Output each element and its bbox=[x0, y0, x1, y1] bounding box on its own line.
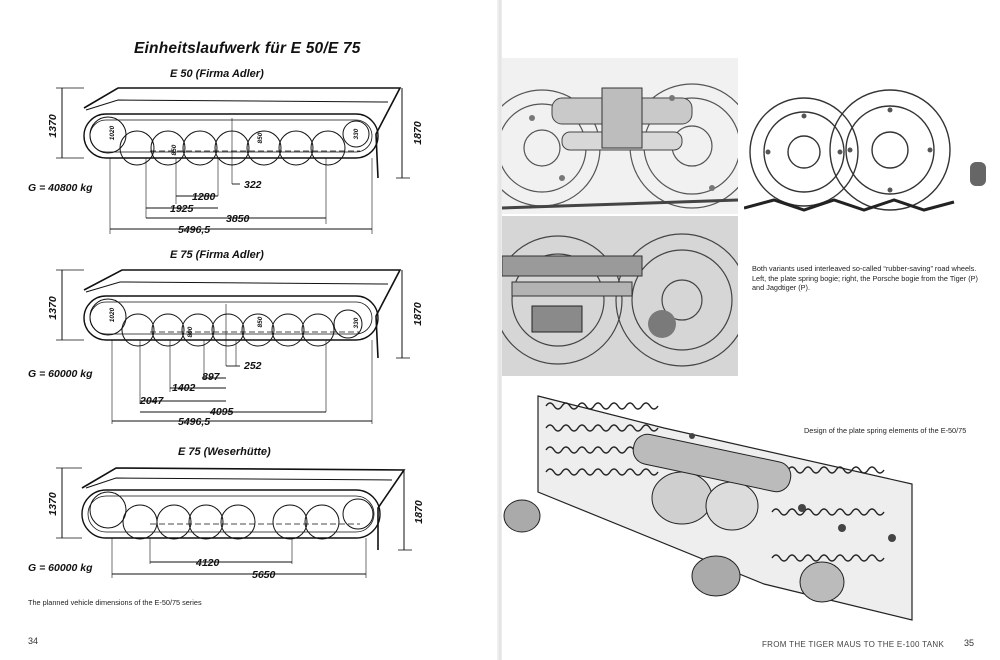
dim-5-e50: 5496,5 bbox=[178, 224, 210, 236]
height-right-e50: 1870 bbox=[412, 121, 424, 145]
plate-spring-cutaway-illustration bbox=[502, 388, 920, 624]
dim-1-e75-weserhuette: 4120 bbox=[195, 557, 220, 569]
height-right-e75-adler: 1870 bbox=[412, 302, 424, 326]
height-left-e75-adler: 1370 bbox=[47, 296, 59, 320]
figure-caption-bogies: Both variants used interleaved so-called… bbox=[752, 264, 978, 292]
dim-small-3-e75-adler: 850 bbox=[257, 316, 264, 327]
right-page: Both variants used interleaved so-called… bbox=[502, 0, 1000, 660]
dim-5-e75-adler: 4095 bbox=[209, 406, 234, 418]
running-gear-diagram-e50: 1370 1870 1020 850 850 330 322 1280 1925… bbox=[47, 87, 424, 236]
left-page: Einheitslaufwerk für E 50/E 75 E 50 (Fir… bbox=[0, 0, 498, 660]
dim-2-e50: 1280 bbox=[192, 191, 216, 203]
running-gear-diagram-e75-adler: 1370 1870 1020 800 850 330 252 897 1402 … bbox=[47, 269, 424, 428]
photo-bogie-detail bbox=[502, 216, 738, 376]
book-gutter bbox=[497, 0, 503, 660]
page-number-left: 34 bbox=[28, 636, 39, 646]
dim-3-e50: 1925 bbox=[170, 203, 194, 215]
diagram-subtitle-e75-weserhuette: E 75 (Weserhütte) bbox=[178, 446, 271, 458]
running-head: FROM THE TIGER MAUS TO THE E-100 TANK bbox=[762, 640, 945, 649]
bogie-illustration-1 bbox=[502, 58, 738, 214]
weight-label-e75-adler: G = 60000 kg bbox=[28, 368, 93, 380]
dim-small-1-e75-adler: 1020 bbox=[109, 307, 116, 322]
running-gear-diagram-e75-weserhuette: 1370 1870 4120 5650 bbox=[47, 467, 425, 581]
height-right-e75-weserhuette: 1870 bbox=[413, 500, 425, 524]
dim-small-3-e50: 850 bbox=[257, 132, 264, 143]
page-title: Einheitslaufwerk für E 50/E 75 bbox=[134, 40, 361, 57]
dim-small-4-e75-adler: 330 bbox=[353, 317, 360, 328]
dim-2-e75-adler: 897 bbox=[202, 371, 221, 383]
dim-small-4-e50: 330 bbox=[353, 128, 360, 139]
dim-2-e75-weserhuette: 5650 bbox=[252, 569, 276, 581]
weight-label-e50: G = 40800 kg bbox=[28, 182, 93, 194]
height-left-e50: 1370 bbox=[47, 114, 59, 138]
weight-label-e75-weserhuette: G = 60000 kg bbox=[28, 562, 93, 574]
bogie-illustration-3 bbox=[502, 216, 738, 376]
dim-small-2-e75-adler: 800 bbox=[187, 326, 194, 337]
dim-4-e50: 3850 bbox=[226, 213, 250, 225]
dim-1-e50: 322 bbox=[244, 179, 262, 191]
dim-3-e75-adler: 1402 bbox=[172, 382, 196, 394]
photo-porsche-bogie bbox=[744, 80, 1000, 240]
cutaway-plate-spring-elements bbox=[502, 388, 920, 624]
dim-small-1-e50: 1020 bbox=[109, 125, 116, 140]
dim-1-e75-adler: 252 bbox=[243, 360, 262, 372]
height-left-e75-weserhuette: 1370 bbox=[47, 492, 59, 516]
figure-caption-cutaway: Design of the plate spring elements of t… bbox=[804, 426, 967, 435]
diagram-subtitle-e75-adler: E 75 (Firma Adler) bbox=[170, 249, 264, 261]
dim-6-e75-adler: 5496,5 bbox=[178, 416, 210, 428]
diagram-subtitle-e50-adler: E 50 (Firma Adler) bbox=[170, 68, 264, 80]
dim-small-2-e50: 850 bbox=[171, 144, 178, 155]
photo-plate-spring-bogie bbox=[502, 58, 738, 214]
bogie-illustration-2 bbox=[744, 80, 1000, 240]
figure-caption-left: The planned vehicle dimensions of the E-… bbox=[28, 598, 202, 607]
dim-4-e75-adler: 2047 bbox=[139, 395, 165, 407]
page-number-right: 35 bbox=[964, 638, 975, 648]
